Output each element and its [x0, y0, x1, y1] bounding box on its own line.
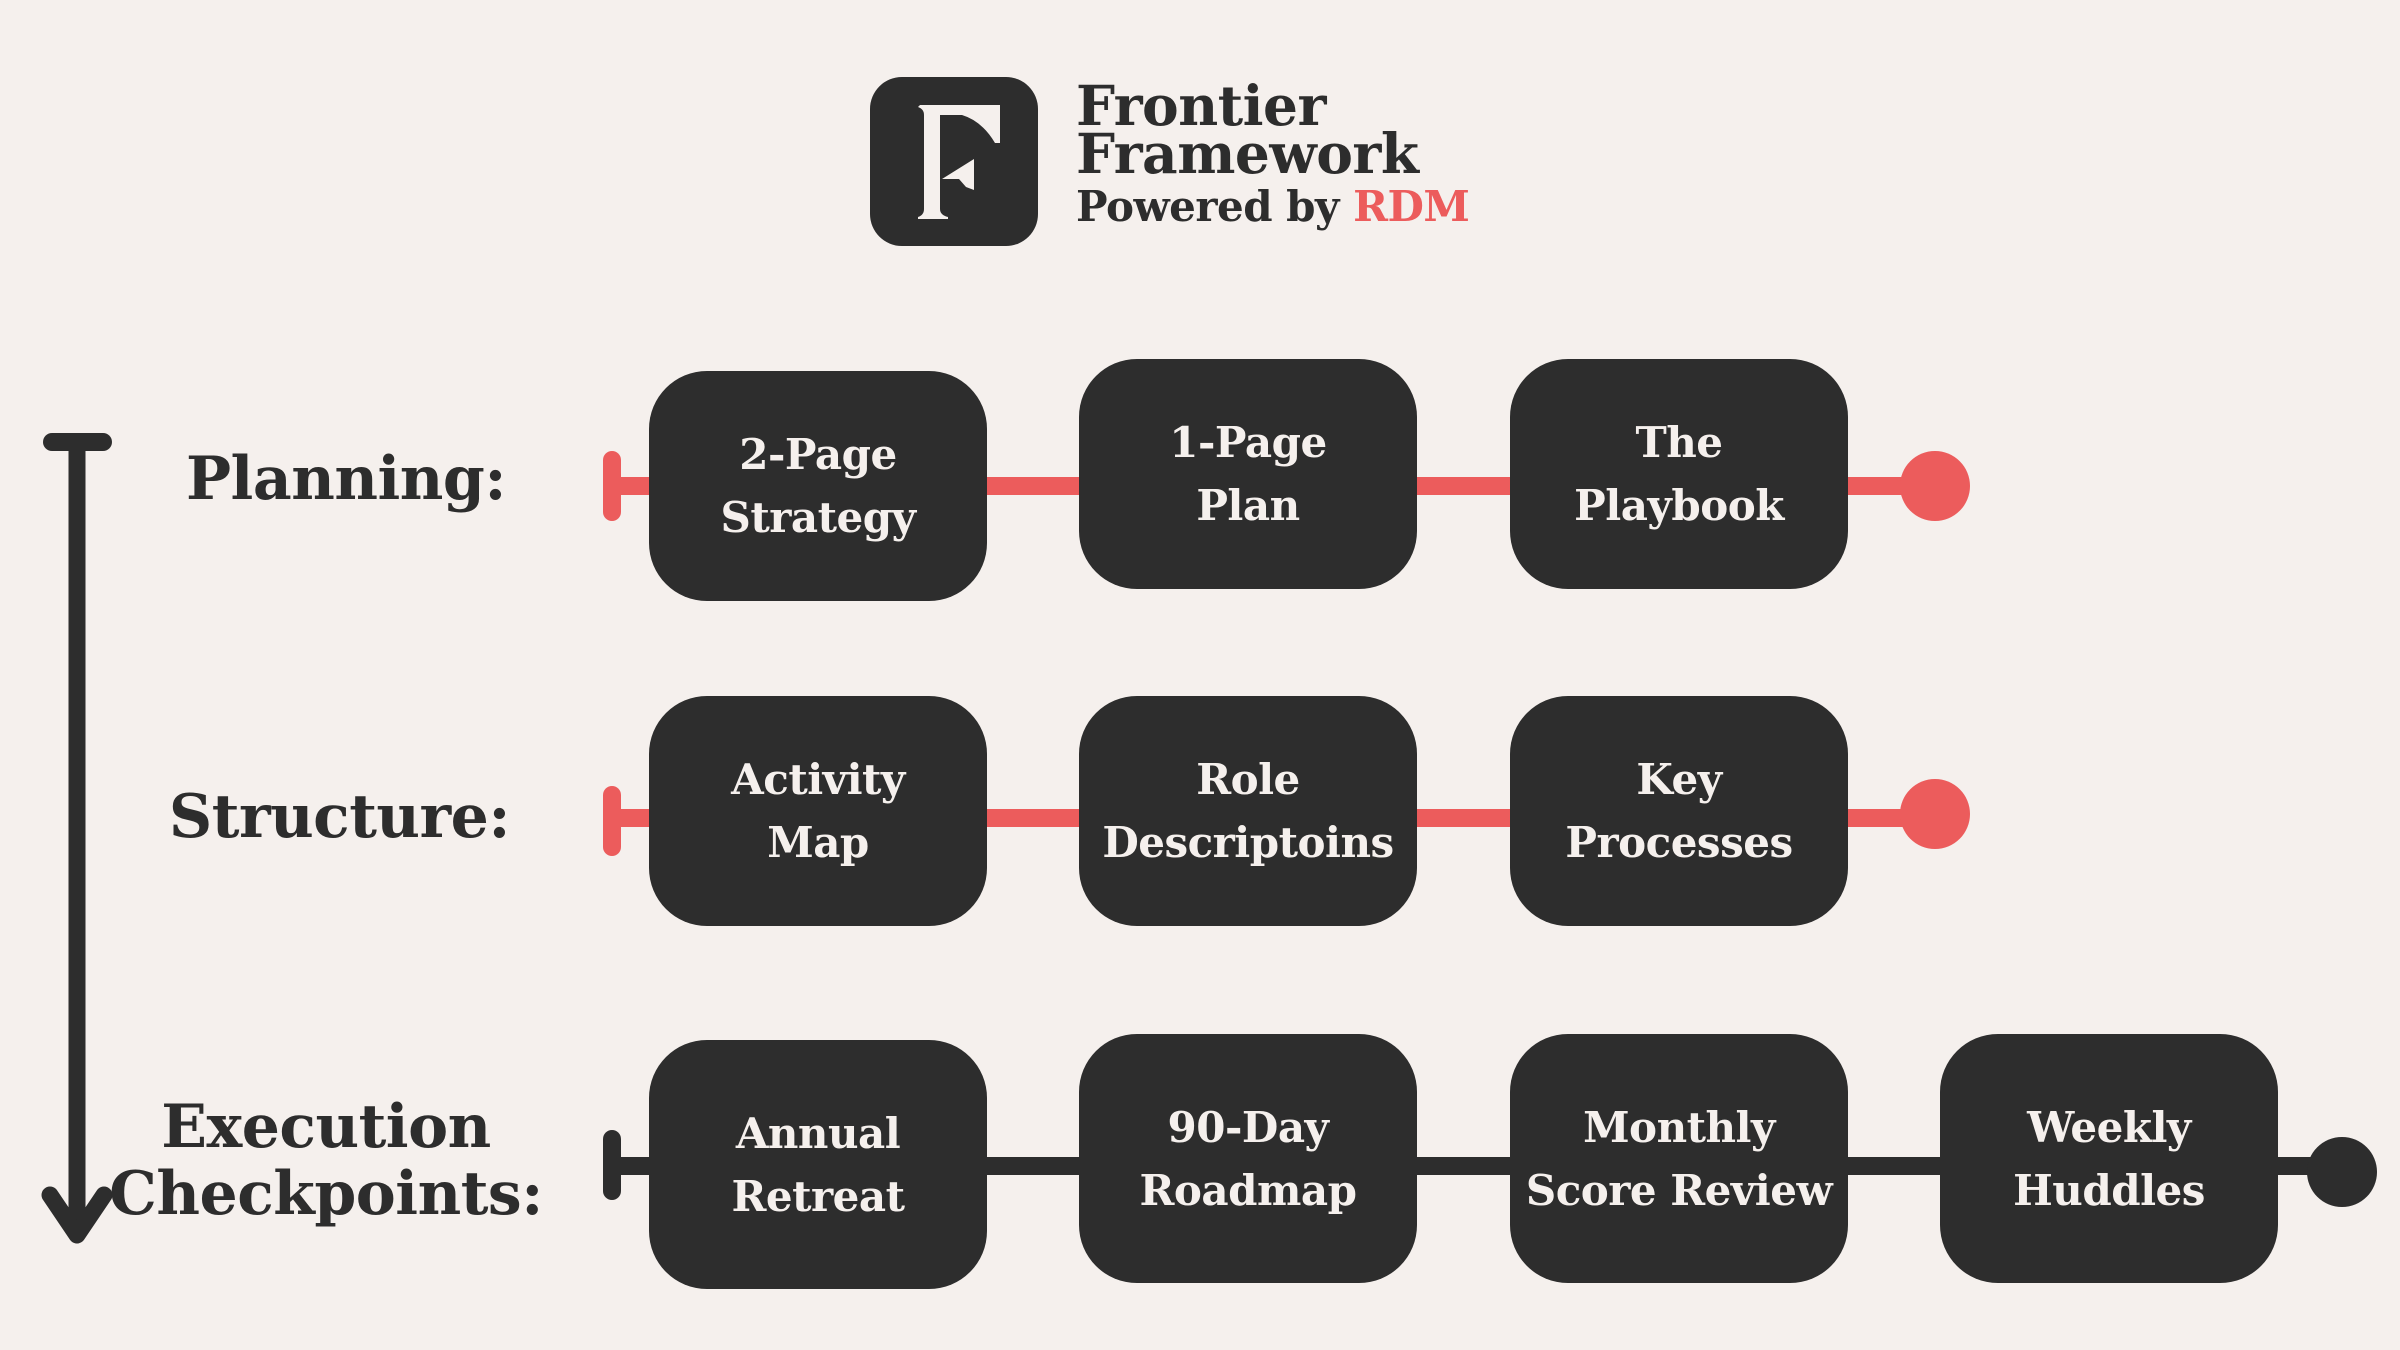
step-line1: Weekly [2027, 1102, 2191, 1152]
step-line2: Retreat [731, 1171, 906, 1221]
step-line1: Annual [735, 1108, 901, 1158]
step-line1: Monthly [1583, 1102, 1775, 1152]
step-line2: Huddles [2013, 1165, 2205, 1215]
step-line2: Plan [1196, 481, 1300, 530]
step-line1: 2-Page [739, 430, 897, 479]
planning-start-cap [603, 451, 621, 521]
row-label-execution-line1: Execution [161, 1092, 491, 1162]
logo-mark [870, 77, 1038, 246]
brand-rdm: RDM [1353, 182, 1470, 231]
structure-start-cap [603, 786, 621, 856]
execution-connector-line [611, 1157, 2341, 1175]
step-line2: Map [767, 818, 869, 867]
flow-down-arrow-icon [41, 433, 113, 1244]
step-line2: Roadmap [1139, 1165, 1357, 1215]
powered-by: Powered by RDM [1076, 186, 1470, 228]
brand-title-line1: Frontier [1076, 73, 1327, 138]
step-line1: 1-Page [1169, 418, 1327, 467]
structure-end-dot [1900, 779, 1970, 849]
step-line2: Score Review [1525, 1165, 1833, 1215]
brand-title-line2: Framework [1076, 121, 1419, 186]
row-label-planning: Planning: [185, 444, 507, 514]
execution-start-cap [603, 1130, 621, 1200]
step-line2: Strategy [720, 493, 916, 542]
execution-end-dot [2307, 1137, 2377, 1207]
powered-by-text: Powered by [1076, 182, 1339, 231]
row-label-execution-line2: Checkpoints: [109, 1159, 543, 1230]
row-label-structure: Structure: [168, 782, 511, 852]
step-line1: The [1635, 418, 1723, 467]
step-line2: Descriptoins [1102, 818, 1394, 867]
row-label-execution: Execution Checkpoints: [100, 1092, 552, 1230]
step-line1: 90-Day [1167, 1102, 1329, 1152]
step-line1: Activity [731, 755, 905, 804]
step-line1: Key [1636, 755, 1722, 804]
step-line1: Role [1196, 755, 1300, 804]
step-line2: Processes [1565, 818, 1793, 867]
planning-end-dot [1900, 451, 1970, 521]
f-letter-icon [918, 105, 1000, 219]
brand-block: Frontier Framework Powered by RDM [1076, 73, 1470, 228]
step-line2: Playbook [1574, 481, 1784, 530]
